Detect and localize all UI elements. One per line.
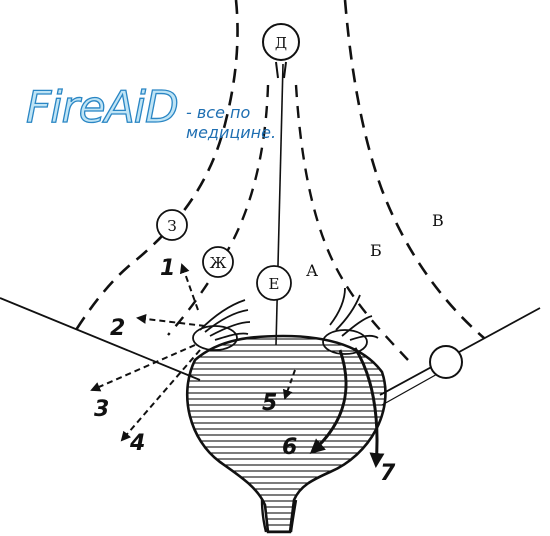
path-number-2: 2 — [110, 316, 125, 341]
organ-body — [185, 334, 387, 534]
path-arrow-5 — [282, 369, 296, 400]
node-zh-label: Ж — [210, 254, 227, 272]
node-e: Е — [256, 265, 292, 301]
path-number-5: 5 — [262, 391, 277, 416]
boundary-outer-right — [343, 0, 485, 339]
node-d: Д — [262, 23, 300, 79]
path-arrow-3 — [90, 344, 196, 392]
boundary-inner-right — [294, 84, 409, 361]
region-label-b: Б — [370, 241, 382, 260]
path-number-3: 3 — [94, 397, 109, 422]
region-label-v: В — [432, 211, 444, 230]
path-number-4: 4 — [129, 431, 145, 456]
wall-line-left — [0, 297, 201, 381]
left-orifice — [192, 299, 251, 351]
node-z-label: З — [167, 217, 176, 235]
path-arrow-6 — [309, 349, 348, 454]
watermark-tagline: - все по медицине. — [186, 103, 277, 142]
region-label-a: А — [306, 261, 318, 280]
node-zh: Ж — [202, 246, 234, 278]
right-orifice — [322, 287, 379, 355]
right-ring-marker — [429, 345, 463, 379]
boundary-inner-left — [167, 84, 270, 336]
path-number-6: 6 — [282, 435, 297, 460]
node-z: З — [156, 209, 188, 241]
path-arrow-7 — [353, 347, 385, 468]
node-e-label: Е — [269, 275, 280, 293]
organ-neck — [260, 499, 298, 533]
node-d-label: Д — [275, 34, 287, 52]
wall-line-right — [379, 307, 541, 396]
boundary-outer-left — [74, 0, 239, 331]
path-number-7: 7 — [380, 461, 396, 486]
watermark-brand: FireAiD — [25, 81, 179, 133]
path-number-1: 1 — [160, 256, 175, 281]
path-arrow-1 — [179, 263, 199, 311]
path-arrow-2 — [136, 313, 206, 327]
